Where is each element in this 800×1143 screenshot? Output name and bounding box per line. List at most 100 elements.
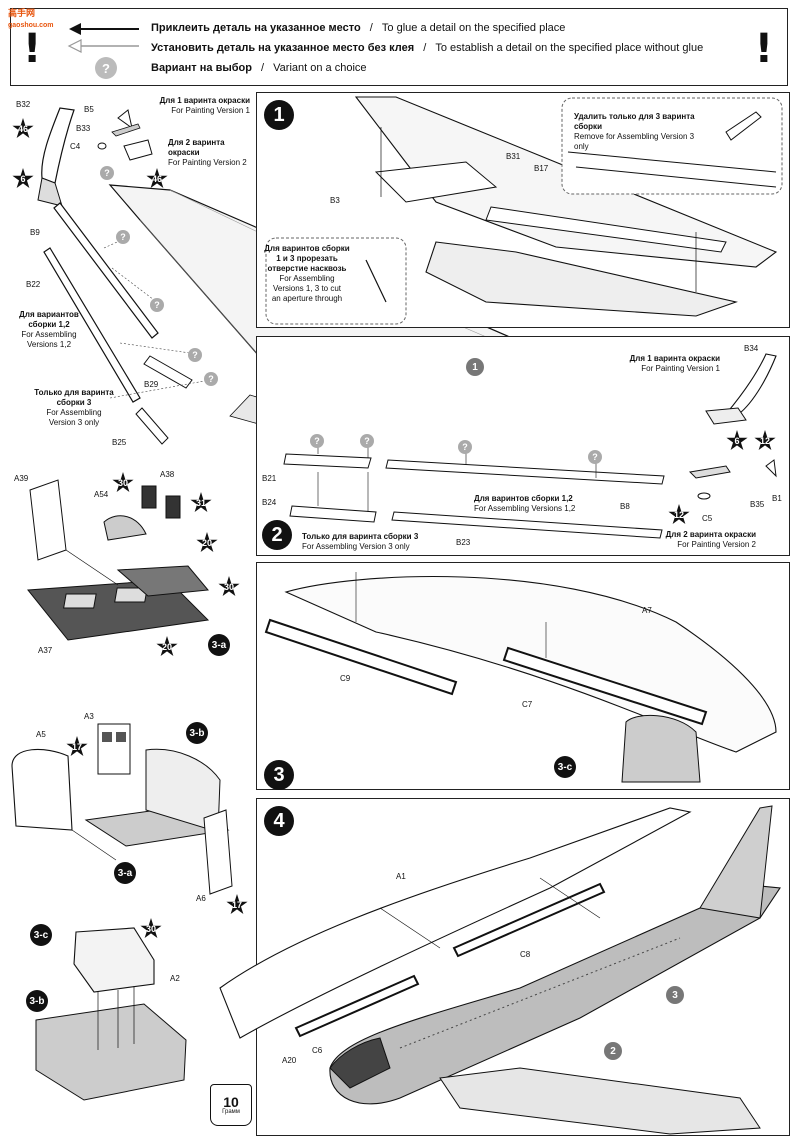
step-3-number: 3 bbox=[264, 760, 294, 790]
weight-number: 10 bbox=[223, 1094, 239, 1110]
part-label-b3: B3 bbox=[330, 196, 340, 205]
legend-noglue-ru: Установить деталь на указанное место без… bbox=[151, 42, 415, 54]
step-1-drawing bbox=[265, 96, 783, 325]
note-painting-v1: Для 1 варинта окраски For Painting Versi… bbox=[620, 354, 720, 374]
note-v1-ru: Для 1 варинта окраски bbox=[159, 96, 250, 105]
cut-en-2: Versions 1, 3 to cut bbox=[272, 284, 342, 293]
sub-assembly-1-marker: 1 bbox=[466, 358, 484, 376]
variant-question-icon: ? bbox=[360, 434, 374, 448]
part-label-b21: B21 bbox=[262, 474, 277, 483]
cut-ru-2: 1 и 3 прорезать bbox=[276, 254, 338, 263]
sub-step-3b-label: 3-b bbox=[186, 722, 208, 744]
asm12-ru: Для варинтов сборки 1,2 bbox=[474, 494, 573, 503]
note-painting-v2: Для 2 варинта окраски For Painting Versi… bbox=[168, 138, 258, 168]
note-assembling-3: Только для варинта сборки 3 For Assembli… bbox=[34, 388, 114, 428]
variant-question-icon: ? bbox=[204, 372, 218, 386]
part-label-a5: A5 bbox=[36, 730, 46, 739]
watermark-logo-text: 高手网 bbox=[8, 8, 36, 18]
legend-sep: / bbox=[369, 22, 373, 34]
part-label-c9: C9 bbox=[340, 674, 351, 683]
part-label-b9: B9 bbox=[30, 228, 40, 237]
sub-step-3c-label: 3-c bbox=[30, 924, 52, 946]
part-label-b34: B34 bbox=[744, 344, 759, 353]
sub-step-3a-marker: 3-a bbox=[114, 862, 136, 884]
weight-10g-icon: 10 Грамм bbox=[210, 1084, 252, 1126]
cut-ru-1: Для варинтов сборки bbox=[264, 244, 350, 253]
part-label-b32: B32 bbox=[16, 100, 31, 109]
no-glue-arrow-icon bbox=[67, 39, 139, 53]
step-3b-drawing bbox=[11, 723, 233, 895]
legend-noglue-en: To establish a detail on the specified p… bbox=[435, 42, 704, 54]
asm3-en: For Assembling Version 3 only bbox=[302, 542, 410, 551]
part-label-b29: B29 bbox=[144, 380, 159, 389]
remove-en: Remove for Assembling Version 3 only bbox=[574, 132, 695, 151]
sub-step-3a-label: 3-a bbox=[208, 634, 230, 656]
part-label-a6: A6 bbox=[196, 894, 206, 903]
variant-question-icon: ? bbox=[116, 230, 130, 244]
cut-ru-3: отверстие насквозь bbox=[267, 264, 347, 273]
part-label-a20: A20 bbox=[282, 1056, 297, 1065]
variant-question-icon: ? bbox=[150, 298, 164, 312]
variant-question-icon: ? bbox=[588, 450, 602, 464]
part-label-a39: A39 bbox=[14, 474, 29, 483]
note-painting-v1: Для 1 варинта окраски For Painting Versi… bbox=[150, 96, 250, 116]
left-parts-drawing bbox=[37, 107, 211, 445]
legend-box: ! ! ? Приклеить деталь на указанное мест… bbox=[10, 8, 788, 86]
watermark-site: gaoshou.com bbox=[8, 22, 54, 29]
part-label-c6: C6 bbox=[312, 1046, 323, 1055]
part-label-b1: B1 bbox=[772, 494, 782, 503]
warning-exclamation-left: ! bbox=[23, 26, 42, 72]
cut-en-1: For Assembling bbox=[279, 274, 335, 283]
glue-arrow-icon bbox=[69, 23, 139, 35]
note-cut-aperture: Для варинтов сборки 1 и 3 прорезать отве… bbox=[262, 244, 352, 304]
v2-ru: Для 2 варинта окраски bbox=[665, 530, 756, 539]
remove-ru: Удалить только для 3 варинта сборки bbox=[574, 112, 695, 131]
sub-assembly-3-marker: 3 bbox=[666, 986, 684, 1004]
v2-en: For Painting Version 2 bbox=[677, 540, 756, 549]
part-label-a3: A3 bbox=[84, 712, 94, 721]
part-label-c5: C5 bbox=[702, 514, 713, 523]
weight-unit: Грамм bbox=[222, 1109, 240, 1115]
part-label-a7: A7 bbox=[642, 606, 652, 615]
note-asm12-en: For Assembling Versions 1,2 bbox=[21, 330, 77, 349]
step-3a-drawing bbox=[27, 479, 210, 641]
watermark-logo: 高手网 gaoshou.com bbox=[8, 6, 54, 29]
variant-question-icon: ? bbox=[310, 434, 324, 448]
variant-question-icon: ? bbox=[100, 166, 114, 180]
sub-step-3b-marker: 3-b bbox=[26, 990, 48, 1012]
part-label-a1: A1 bbox=[396, 872, 406, 881]
v1-ru: Для 1 варинта окраски bbox=[629, 354, 720, 363]
part-label-a54: A54 bbox=[94, 490, 109, 499]
part-label-b31: B31 bbox=[506, 152, 521, 161]
part-label-a38: A38 bbox=[160, 470, 175, 479]
part-label-b17: B17 bbox=[534, 164, 549, 173]
legend-sep: / bbox=[261, 62, 265, 74]
variant-question-icon: ? bbox=[188, 348, 202, 362]
legend-row-variant: Вариант на выбор / Variant on a choice bbox=[151, 62, 367, 74]
part-label-c4: C4 bbox=[70, 142, 81, 151]
part-label-b22: B22 bbox=[26, 280, 41, 289]
legend-variant-en: Variant on a choice bbox=[273, 62, 367, 74]
sub-step-3c-marker: 3-c bbox=[554, 756, 576, 778]
legend-row-noglue: Установить деталь на указанное место без… bbox=[151, 42, 703, 54]
note-v1-en: For Painting Version 1 bbox=[171, 106, 250, 115]
asm12-en: For Assembling Versions 1,2 bbox=[474, 504, 576, 513]
cut-en-3: an aperture through bbox=[271, 294, 343, 303]
note-remove-asm3: Удалить только для 3 варинта сборки Remo… bbox=[574, 112, 704, 152]
part-label-b33: B33 bbox=[76, 124, 91, 133]
part-label-b23: B23 bbox=[456, 538, 471, 547]
note-asm12-ru: Для вариантов сборки 1,2 bbox=[19, 310, 79, 329]
note-v2-ru: Для 2 варинта окраски bbox=[168, 138, 225, 157]
note-assembling-12: Для варинтов сборки 1,2 For Assembling V… bbox=[474, 494, 594, 514]
step-2-drawing bbox=[283, 353, 777, 539]
part-label-b25: B25 bbox=[112, 438, 127, 447]
note-asm3-ru: Только для варинта сборки 3 bbox=[34, 388, 114, 407]
legend-sep: / bbox=[423, 42, 427, 54]
legend-glue-en: To glue a detail on the specified place bbox=[381, 22, 566, 34]
step-4-drawing bbox=[219, 805, 781, 1135]
sub-assembly-2-marker: 2 bbox=[604, 1042, 622, 1060]
step-3c-drawing bbox=[35, 927, 187, 1101]
part-label-c7: C7 bbox=[522, 700, 533, 709]
legend-variant-ru: Вариант на выбор bbox=[151, 62, 252, 74]
part-label-b8: B8 bbox=[620, 502, 630, 511]
